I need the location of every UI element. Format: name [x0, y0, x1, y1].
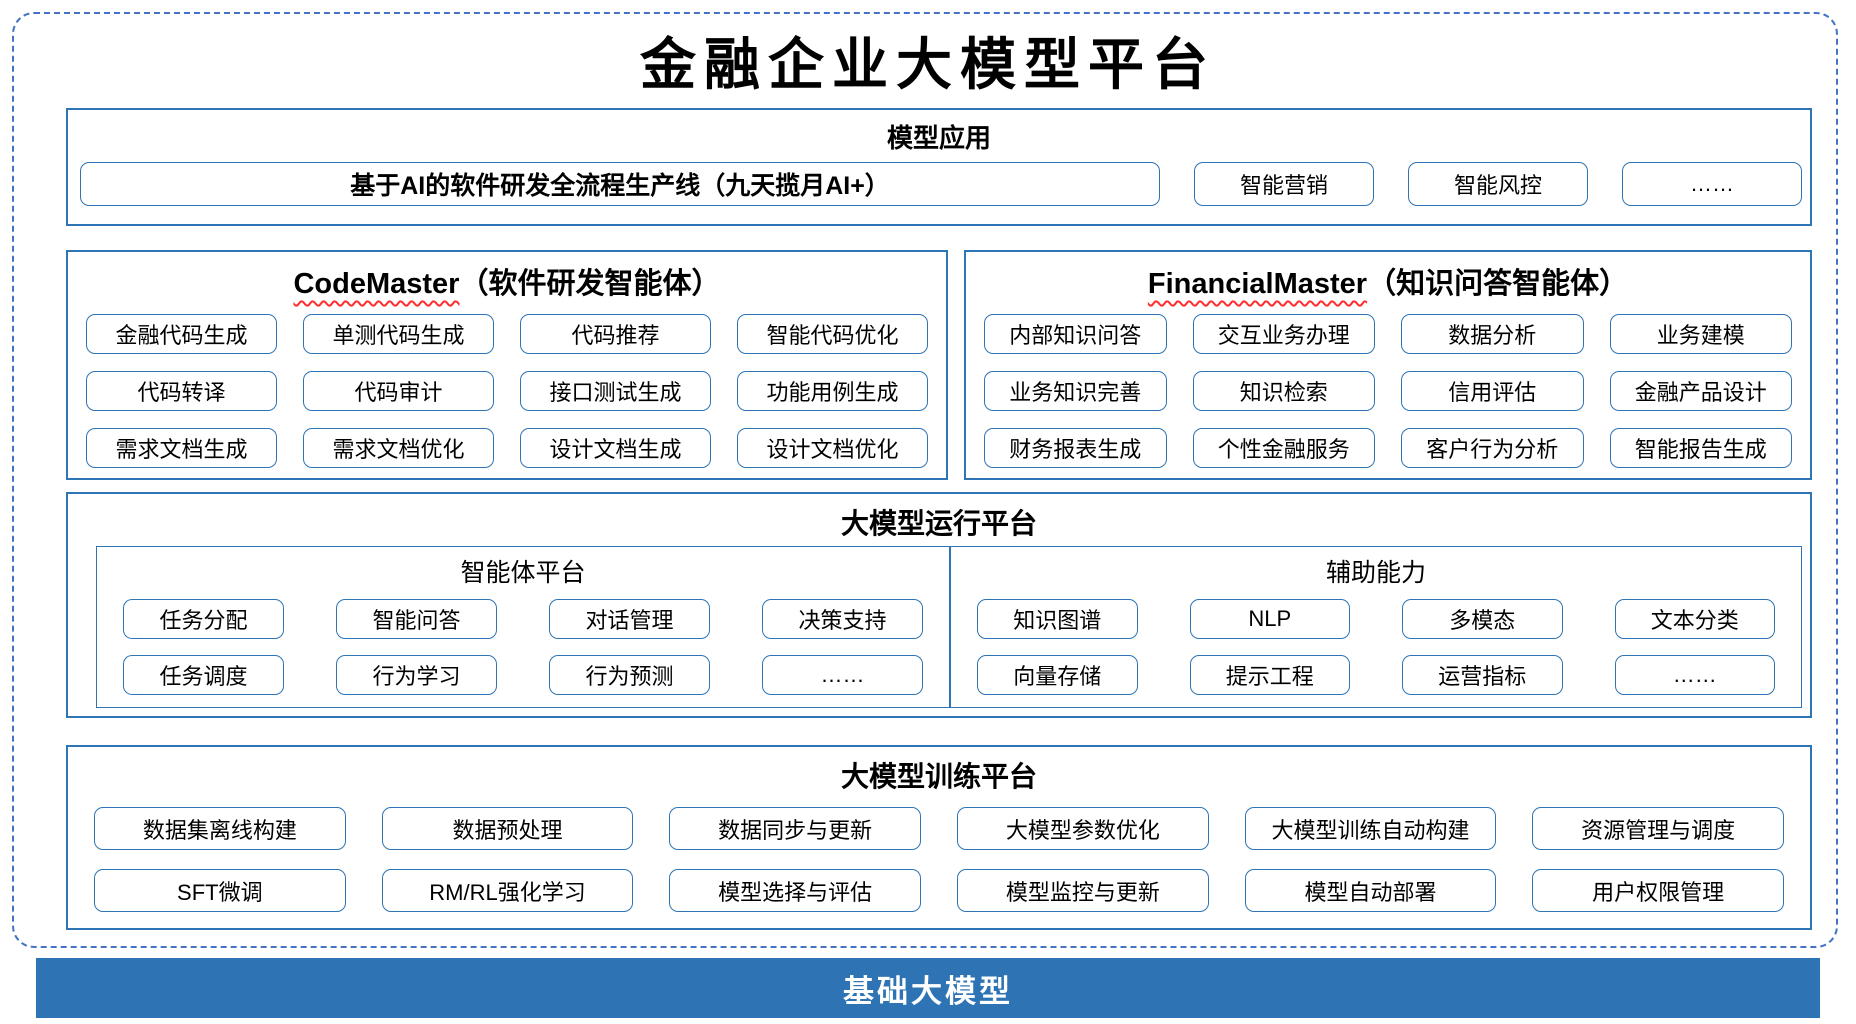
section-training-platform: 大模型训练平台 数据集离线构建 数据预处理 数据同步与更新 大模型参数优化 大模… — [66, 745, 1812, 930]
agent-platform-item: 任务分配 — [123, 599, 284, 639]
model-applications-header: 模型应用 — [886, 123, 991, 153]
codemaster-title-cn: （软件研发智能体） — [459, 268, 721, 300]
training-item: 模型自动部署 — [1244, 869, 1497, 912]
training-platform-grid: 数据集离线构建 数据预处理 数据同步与更新 大模型参数优化 大模型训练自动构建 … — [68, 795, 1810, 912]
agent-platform-item: …… — [762, 655, 923, 695]
auxiliary-item: 提示工程 — [1189, 655, 1350, 695]
auxiliary-item: 多模态 — [1402, 599, 1563, 639]
section-financialmaster: FinancialMaster（知识问答智能体） 内部知识问答 交互业务办理 数… — [964, 250, 1812, 480]
financialmaster-item: 智能报告生成 — [1609, 428, 1792, 468]
page-title: 金融企业大模型平台 — [640, 35, 1216, 97]
codemaster-title-en: CodeMaster — [293, 268, 460, 300]
auxiliary-item: NLP — [1189, 599, 1350, 639]
codemaster-item: 接口测试生成 — [520, 371, 711, 411]
codemaster-item: 需求文档生成 — [86, 428, 277, 468]
agent-platform-item: 对话管理 — [549, 599, 710, 639]
financialmaster-item: 知识检索 — [1192, 371, 1375, 411]
codemaster-item: 代码推荐 — [520, 314, 711, 354]
section-runtime-platform: 大模型运行平台 智能体平台 任务分配 智能问答 对话管理 决策支持 任务调度 行… — [66, 492, 1812, 718]
codemaster-item: 需求文档优化 — [303, 428, 494, 468]
financialmaster-item: 业务建模 — [1609, 314, 1792, 354]
financialmaster-item: 内部知识问答 — [984, 314, 1167, 354]
codemaster-header: CodeMaster（软件研发智能体） — [68, 260, 946, 302]
agent-platform-item: 决策支持 — [762, 599, 923, 639]
codemaster-item: 代码转译 — [86, 371, 277, 411]
financialmaster-item: 金融产品设计 — [1609, 371, 1792, 411]
training-item: 资源管理与调度 — [1532, 807, 1784, 850]
codemaster-item: 设计文档优化 — [737, 428, 928, 468]
auxiliary-item: …… — [1614, 655, 1775, 695]
runtime-platform-header: 大模型运行平台 — [840, 508, 1037, 539]
codemaster-grid: 金融代码生成 单测代码生成 代码推荐 智能代码优化 代码转译 代码审计 接口测试… — [68, 302, 946, 468]
financialmaster-item: 信用评估 — [1401, 371, 1584, 411]
financialmaster-grid: 内部知识问答 交互业务办理 数据分析 业务建模 业务知识完善 知识检索 信用评估… — [966, 302, 1810, 468]
app-pill-ellipsis: …… — [1622, 162, 1802, 206]
training-item: 数据同步与更新 — [669, 807, 921, 850]
section-codemaster: CodeMaster（软件研发智能体） 金融代码生成 单测代码生成 代码推荐 智… — [66, 250, 948, 480]
agent-platform-item: 行为预测 — [549, 655, 710, 695]
codemaster-item: 设计文档生成 — [520, 428, 711, 468]
training-item: 用户权限管理 — [1532, 869, 1784, 912]
financialmaster-item: 业务知识完善 — [984, 371, 1167, 411]
foundation-model-bar: 基础大模型 — [36, 958, 1820, 1018]
auxiliary-item: 向量存储 — [977, 655, 1138, 695]
agent-platform-item: 任务调度 — [123, 655, 284, 695]
codemaster-item: 功能用例生成 — [737, 371, 928, 411]
financialmaster-item: 数据分析 — [1401, 314, 1584, 354]
auxiliary-item: 文本分类 — [1614, 599, 1775, 639]
auxiliary-item: 运营指标 — [1402, 655, 1563, 695]
auxiliary-capabilities-grid: 知识图谱 NLP 多模态 文本分类 向量存储 提示工程 运营指标 …… — [951, 589, 1801, 695]
auxiliary-item: 知识图谱 — [977, 599, 1138, 639]
training-platform-header: 大模型训练平台 — [840, 761, 1037, 792]
training-item: RM/RL强化学习 — [381, 869, 634, 912]
financialmaster-title-en: FinancialMaster — [1147, 268, 1368, 300]
agent-platform-header: 智能体平台 — [460, 559, 586, 587]
financialmaster-item: 交互业务办理 — [1192, 314, 1375, 354]
section-model-applications: 模型应用 基于AI的软件研发全流程生产线（九天揽月AI+） 智能营销 智能风控 … — [66, 108, 1812, 226]
training-item: 大模型训练自动构建 — [1244, 807, 1497, 850]
agent-platform-item: 智能问答 — [336, 599, 497, 639]
agent-platform-item: 行为学习 — [336, 655, 497, 695]
app-pill-marketing: 智能营销 — [1194, 162, 1374, 206]
financialmaster-title-cn: （知识问答智能体） — [1367, 268, 1629, 300]
financialmaster-item: 客户行为分析 — [1401, 428, 1584, 468]
subsection-auxiliary-capabilities: 辅助能力 知识图谱 NLP 多模态 文本分类 向量存储 提示工程 运营指标 …… — [950, 546, 1802, 708]
auxiliary-capabilities-header: 辅助能力 — [1325, 559, 1426, 587]
codemaster-item: 代码审计 — [303, 371, 494, 411]
financialmaster-item: 财务报表生成 — [984, 428, 1167, 468]
codemaster-item: 单测代码生成 — [303, 314, 494, 354]
financialmaster-header: FinancialMaster（知识问答智能体） — [966, 260, 1810, 302]
codemaster-item: 金融代码生成 — [86, 314, 277, 354]
training-item: 模型监控与更新 — [957, 869, 1209, 912]
subsection-agent-platform: 智能体平台 任务分配 智能问答 对话管理 决策支持 任务调度 行为学习 行为预测… — [96, 546, 950, 708]
training-item: 模型选择与评估 — [669, 869, 921, 912]
training-item: 数据预处理 — [381, 807, 634, 850]
codemaster-item: 智能代码优化 — [737, 314, 928, 354]
training-item: SFT微调 — [94, 869, 346, 912]
app-pill-risk-control: 智能风控 — [1408, 162, 1588, 206]
training-item: 大模型参数优化 — [957, 807, 1209, 850]
financialmaster-item: 个性金融服务 — [1192, 428, 1375, 468]
ai-pipeline-pill: 基于AI的软件研发全流程生产线（九天揽月AI+） — [80, 162, 1160, 206]
model-applications-pill-row: 基于AI的软件研发全流程生产线（九天揽月AI+） 智能营销 智能风控 …… — [80, 162, 1802, 206]
agent-platform-grid: 任务分配 智能问答 对话管理 决策支持 任务调度 行为学习 行为预测 …… — [97, 589, 949, 695]
training-item: 数据集离线构建 — [94, 807, 346, 850]
